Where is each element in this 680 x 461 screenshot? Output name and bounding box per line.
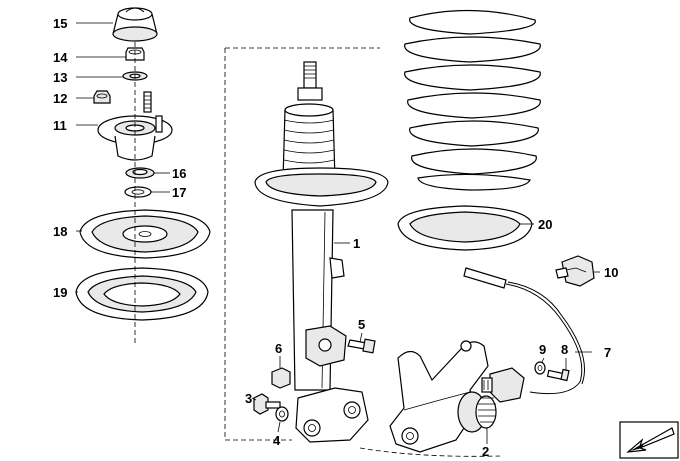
part-20-lower-spring-pad[interactable]	[397, 205, 533, 251]
part-label-6: 6	[275, 341, 282, 356]
part-label-12: 12	[53, 91, 67, 106]
part-8-bolt[interactable]	[546, 368, 570, 382]
part-label-9: 9	[539, 342, 546, 357]
part-label-11: 11	[53, 118, 67, 133]
leader-lines	[76, 22, 600, 444]
part-label-16: 16	[172, 166, 186, 181]
part-5-bolt[interactable]	[347, 338, 376, 354]
part-10-clip[interactable]	[555, 255, 595, 287]
part-19-spring-pad[interactable]	[75, 267, 209, 321]
part-3-bolt[interactable]	[253, 393, 281, 415]
part-6-nut[interactable]	[271, 367, 291, 389]
part-label-8: 8	[561, 342, 568, 357]
part-label-5: 5	[358, 317, 365, 332]
coil-spring	[404, 9, 541, 191]
part-label-14: 14	[53, 50, 68, 65]
part-label-1: 1	[353, 236, 360, 251]
assembly-bracket-left	[224, 48, 292, 441]
part-label-15: 15	[53, 16, 67, 31]
part-label-17: 17	[172, 185, 186, 200]
part-16-bearing[interactable]	[125, 167, 155, 179]
part-7-sensor-wire[interactable]	[463, 267, 585, 395]
part-17-washer[interactable]	[124, 186, 152, 198]
part-9-washer[interactable]	[534, 361, 546, 375]
part-label-2: 2	[482, 444, 489, 459]
part-label-4: 4	[273, 433, 281, 448]
part-label-19: 19	[53, 285, 67, 300]
part-12-flange-nut[interactable]	[93, 90, 111, 104]
part-4-washer[interactable]	[275, 406, 289, 422]
part-15-cap[interactable]	[112, 7, 158, 42]
part-label-7: 7	[604, 345, 611, 360]
knuckle-dashed-outline	[359, 447, 501, 457]
part-label-3: 3	[245, 391, 252, 406]
part-label-18: 18	[53, 224, 67, 239]
part-2-steering-knuckle[interactable]	[389, 340, 525, 453]
part-label-13: 13	[53, 70, 67, 85]
mount-stud	[143, 91, 152, 113]
part-1-strut[interactable]	[254, 61, 389, 443]
part-18-upper-spring-seat[interactable]	[79, 209, 211, 259]
part-label-10: 10	[604, 265, 618, 280]
direction-arrow-icon	[619, 421, 679, 459]
part-label-20: 20	[538, 217, 552, 232]
